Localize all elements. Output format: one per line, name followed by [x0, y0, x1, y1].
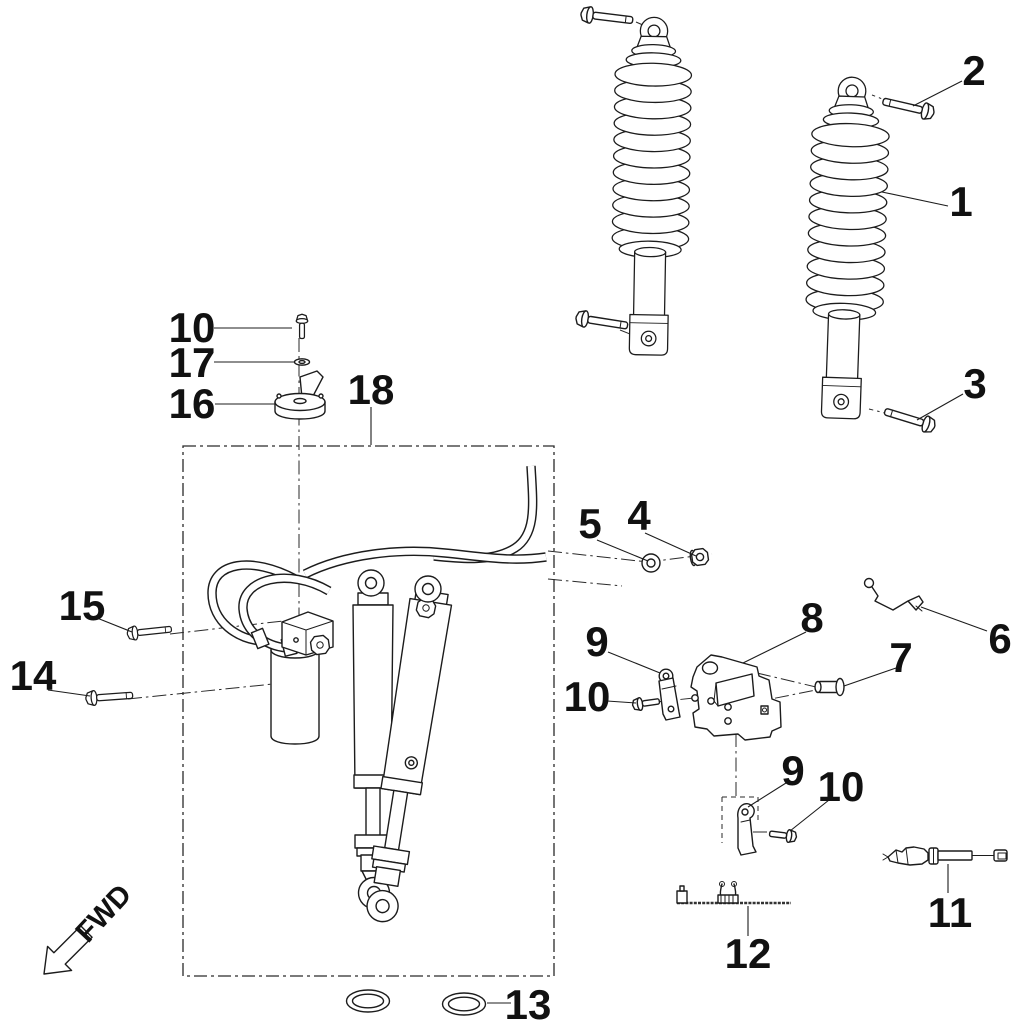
shock-assembly-18: [212, 466, 546, 923]
washer-5: [641, 553, 661, 573]
callout-9-lower: 9: [781, 747, 804, 794]
bolt-top-upper: [579, 5, 635, 30]
wire-clip-6: [863, 577, 924, 612]
callout-12: 12: [725, 930, 772, 977]
callout-10-mid: 10: [564, 673, 611, 720]
bolt-15: [126, 621, 173, 642]
adjuster-disc-16: [274, 370, 326, 420]
bolt-3: [881, 402, 938, 436]
nut-4: [689, 547, 710, 567]
detail-box-18: [182, 445, 555, 977]
callout-5: 5: [578, 500, 601, 547]
callout-6: 6: [988, 615, 1011, 662]
bracket-assembly: [630, 654, 845, 741]
reservoir: [270, 641, 320, 745]
callout-4: 4: [627, 492, 651, 539]
callout-17: 17: [169, 339, 216, 386]
shock-absorber-top: [574, 5, 694, 357]
callout-3: 3: [963, 360, 986, 407]
fastener-stack: [274, 313, 326, 420]
rod-clip-12: [676, 881, 791, 905]
fwd-arrow: FWD: [43, 879, 138, 975]
washer-17: [293, 358, 311, 366]
callout-11: 11: [928, 889, 972, 936]
o-rings-13: [345, 989, 487, 1016]
bolt-14: [84, 687, 134, 707]
shock-absorber-1: [801, 75, 938, 436]
callout-15: 15: [59, 582, 106, 629]
callout-2: 2: [962, 47, 985, 94]
callout-labels: 2 1 3 10 17 16 18 5 4 15 14 9 10 8 7 6 9…: [10, 47, 1012, 1024]
callout-14: 14: [10, 652, 57, 699]
construction-lines: [127, 21, 899, 843]
retainer-strap-9-upper: [658, 668, 681, 721]
bolt-10-top: [295, 313, 309, 340]
retainer-strap-9-lower: [737, 802, 757, 856]
sensor-cable-11: [882, 846, 1008, 866]
damper-top-eyes: [357, 569, 442, 603]
callout-13: 13: [505, 981, 552, 1024]
callout-10-lower: 10: [818, 763, 865, 810]
bolt-2: [880, 92, 937, 122]
callout-18: 18: [348, 366, 395, 413]
bracket-8: [690, 654, 782, 741]
callout-9-upper: 9: [585, 618, 608, 665]
bolt-7: [814, 677, 845, 697]
callout-1: 1: [949, 178, 972, 225]
leader-lines: [47, 80, 988, 1004]
callout-8: 8: [800, 594, 823, 641]
lower-strap-assembly: [737, 802, 798, 856]
callout-16: 16: [169, 380, 216, 427]
callout-10-top: 10: [169, 304, 216, 351]
bolt-10-lower: [768, 826, 798, 844]
callout-7: 7: [889, 634, 912, 681]
